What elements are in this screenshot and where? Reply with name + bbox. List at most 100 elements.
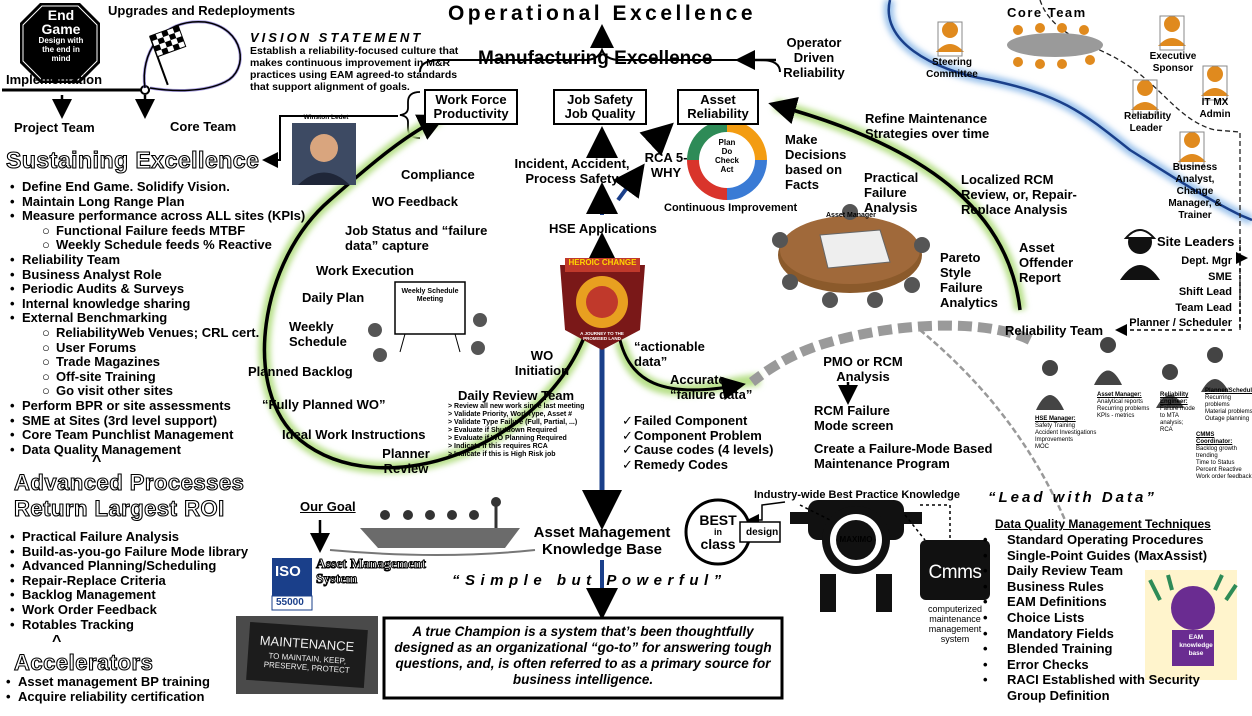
workforce-productivity-box: Work Force Productivity (424, 89, 518, 125)
list-item: •Periodic Audits & Surveys (10, 281, 185, 297)
cmms-logo-text: Cmms (928, 562, 982, 583)
vision-statement: VISION STATEMENT Establish a reliability… (250, 30, 459, 93)
checkered-flag-icon (149, 25, 187, 86)
knowledge-base-label: Asset Management Knowledge Base (533, 524, 671, 558)
list-item: •EAM Definitions (983, 594, 1107, 610)
job-status-label: Job Status and “failure data” capture (345, 223, 488, 253)
lead-with-data-title: “Lead with Data” (988, 489, 1157, 506)
list-item: •Perform BPR or site assessments (10, 397, 231, 413)
maintenance-sign-photo (236, 616, 378, 694)
compliance-label: Compliance (401, 167, 475, 182)
sustaining-list: •Define End Game. Solidify Vision.•Maint… (10, 179, 306, 457)
it-admin-label: IT MX Admin (1199, 97, 1231, 120)
list-item: •Business Rules (983, 578, 1104, 594)
list-item: •Backlog Management (10, 587, 156, 603)
iso-logo-box (272, 558, 312, 600)
rca-arrow (612, 163, 645, 202)
planned-backlog-label: Planned Backlog (248, 364, 353, 379)
best-in-class-text: BEST in class (699, 512, 737, 552)
pareto-label: Pareto Style Failure Analytics (940, 250, 998, 310)
incident-label: Incident, Accident, Process Safety (514, 156, 630, 186)
asset-reliability-box: Asset Reliability (677, 89, 759, 125)
list-item: ✓Component Problem (622, 427, 762, 443)
list-item: ○Go visit other sites (42, 383, 174, 399)
list-item: ✓Failed Component (622, 413, 748, 428)
site-leader-item: Team Lead (1175, 301, 1232, 314)
list-item: ○Weekly Schedule feeds % Reactive (42, 237, 272, 253)
sustaining-arrow (262, 115, 398, 168)
role-reliability-engineer: Reliability Engineer:Failure mode to MTA… (1160, 392, 1200, 434)
actionable-data-label: “actionable data” (634, 339, 705, 369)
role-line: MOC (1035, 444, 1049, 450)
role-line: Failure mode to MTA (1160, 406, 1196, 419)
core-team-table-icon (1007, 23, 1103, 69)
role-line: Recurring problems (1097, 406, 1150, 412)
iso-number: 55000 (276, 597, 304, 608)
lead-with-data-list: •Standard Operating Procedures•Single-Po… (983, 532, 1207, 704)
fully-planned-label: “Fully Planned WO” (262, 397, 386, 412)
daily-review-item: > Evaluate if WO Planning Required (448, 435, 567, 442)
industry-knowledge-label: Industry-wide Best Practice Knowledge (754, 489, 960, 501)
daily-review-item: > Indicate if this is High Risk job (448, 451, 556, 458)
role-cmms: CMMS Coordinator:Backlog growth trending… (1196, 432, 1252, 481)
steering-committee-label: Steering Committee (926, 57, 978, 80)
list-item: ○Functional Failure feeds MTBF (42, 222, 246, 238)
sustaining-excellence-title: Sustaining Excellence (5, 146, 260, 173)
role-line: Percent Reactive (1196, 467, 1242, 473)
role-line: Accident Investigations (1035, 430, 1097, 436)
iso-text: Asset Management System (316, 556, 427, 586)
list-item: •Error Checks (983, 656, 1089, 672)
daily-review-item: > Review all new work since last meeting (448, 403, 585, 410)
largest-roi-title: Return Largest ROI (13, 495, 225, 521)
list-item: ✓Cause codes (4 levels) (622, 442, 774, 457)
list-item: •Measure performance across ALL sites (K… (10, 208, 306, 224)
executive-person-icon (1158, 15, 1186, 51)
daily-plan-label: Daily Plan (302, 290, 365, 305)
site-leaders-title: Site Leaders (1157, 234, 1235, 249)
meeting-sign-label: Weekly Schedule Meeting (401, 288, 459, 303)
gray-arc (748, 320, 1033, 386)
list-item: •Mandatory Fields (983, 625, 1114, 641)
role-line: analysis; (1160, 420, 1184, 426)
industry-connector-right (920, 504, 951, 540)
role-line: Recurring problems (1205, 395, 1232, 408)
list-item: •SME at Sites (3rd level support) (10, 412, 218, 428)
role-line: Time to Status (1196, 460, 1235, 466)
core-team-left-label: Core Team (170, 119, 237, 134)
pdca-step: Plan (718, 138, 736, 147)
weekly-schedule-label: Weekly Schedule (289, 319, 347, 349)
site-leader-item: Shift Lead (1178, 286, 1232, 298)
wo-initiation-label: WO Initiation (514, 348, 570, 378)
business-analyst-label: Business Analyst, Change Manager, & Trai… (1168, 162, 1222, 221)
accurate-failure-data-label: Accurate “failure data” (670, 372, 753, 402)
badge-ring-text: A JOURNEY TO THE PROMISED LAND (580, 331, 624, 341)
accelerators-list: •Asset management BP training•Acquire re… (6, 674, 210, 704)
simple-powerful-label: “Simple but Powerful” (452, 572, 727, 589)
cmms-logo-box (920, 540, 990, 600)
job-safety-box: Job Safety Job Quality (553, 89, 647, 125)
list-item: •Work Order Feedback (10, 601, 157, 617)
practical-failure-label: Practical Failure Analysis (864, 170, 919, 215)
rcm-failure-label: RCM Failure Mode screen (814, 403, 894, 433)
list-item: •Daily Review Team (983, 563, 1124, 579)
list-item: •Data Quality Management (10, 441, 181, 457)
cmms-caption: computerized maintenance management syst… (927, 604, 983, 644)
weekly-schedule-meeting-icon (368, 281, 487, 362)
role-title: HSE Manager: (1035, 416, 1076, 422)
role-line: RCA (1160, 427, 1173, 433)
reliability-leader-person-icon (1131, 79, 1159, 115)
end-game-octagon (20, 3, 100, 83)
advanced-processes-title: Advanced Processes (13, 469, 245, 495)
work-execution-label: Work Execution (316, 263, 415, 278)
iso-logo-text: ISO (275, 563, 301, 580)
hse-applications-label: HSE Applications (549, 221, 657, 236)
site-leader-item: Planner / Scheduler (1129, 317, 1232, 329)
winston-ledet-photo (292, 123, 356, 185)
maximo-robot-icon (790, 500, 922, 612)
upgrades-label: Upgrades and Redeployments (108, 3, 296, 18)
list-item: •Maintain Long Range Plan (10, 193, 185, 209)
pdca-step: Do (721, 147, 733, 156)
